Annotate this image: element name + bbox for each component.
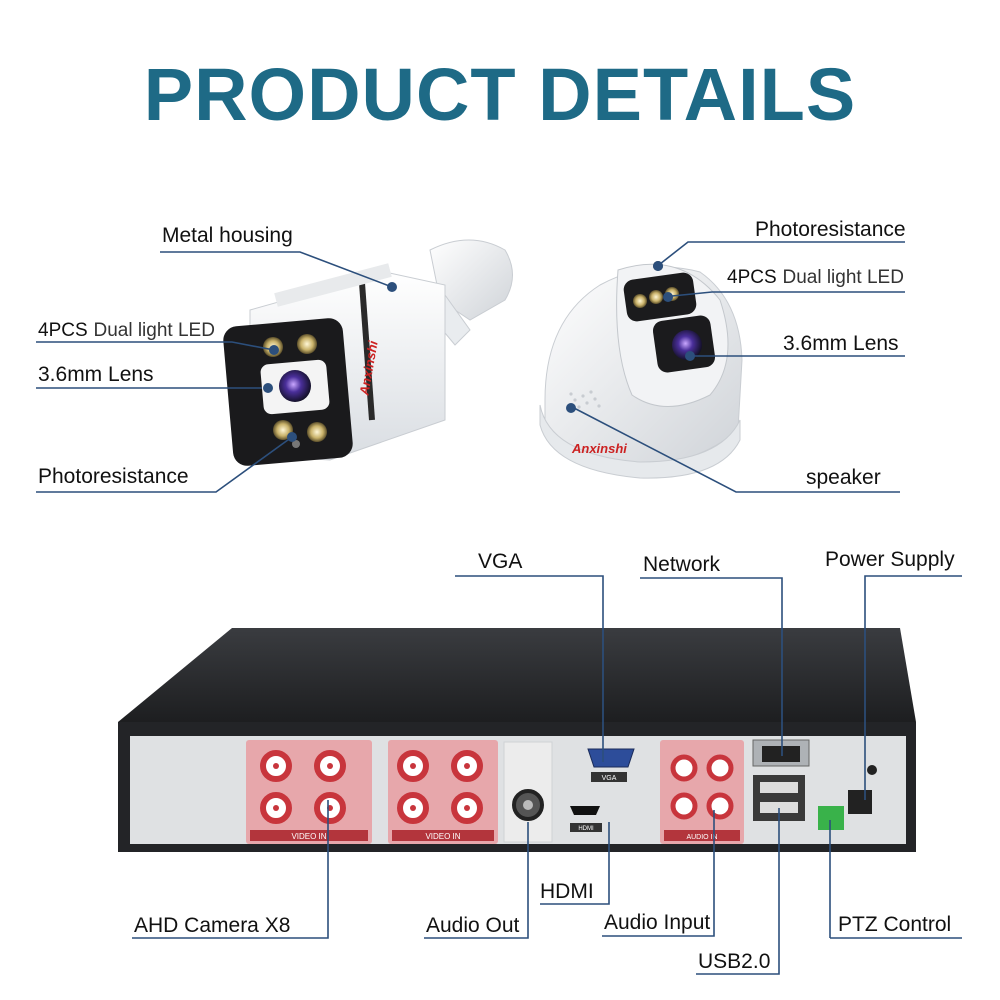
label-dome-led: 4PCS Dual light LED — [727, 265, 904, 289]
bullet-led-rest: Dual light LED — [93, 320, 215, 341]
label-hdmi: HDMI — [540, 880, 594, 903]
label-metal-housing: Metal housing — [162, 224, 293, 247]
bullet-camera: Anxinshi — [223, 239, 513, 466]
label-usb: USB2.0 — [698, 950, 771, 973]
label-audio-input: Audio Input — [604, 911, 711, 934]
leader-lines — [36, 241, 962, 975]
label-dome-photoresistance: Photoresistance — [755, 218, 906, 241]
label-power-supply: Power Supply — [825, 548, 955, 571]
bullet-led-prefix: 4PCS — [38, 320, 88, 341]
dome-camera: Anxinshi — [539, 261, 743, 479]
label-vga: VGA — [478, 550, 523, 573]
label-ptz-control: PTZ Control — [838, 913, 952, 936]
label-bullet-led: 4PCS Dual light LED — [38, 318, 215, 342]
dome-led-prefix: 4PCS — [727, 267, 777, 288]
label-dome-lens: 3.6mm Lens — [783, 332, 899, 355]
vga-port-tag: VGA — [602, 775, 617, 782]
dvr-recorder: VIDEO IN VIDEO IN VGA HDMI AUDIO IN — [118, 628, 916, 852]
audio-in-label: AUDIO IN — [686, 834, 717, 841]
page-title: PRODUCT DETAILS — [143, 53, 857, 136]
hdmi-port-tag: HDMI — [578, 826, 594, 832]
video-in-label-1: VIDEO IN — [291, 832, 326, 841]
label-bullet-photoresistance: Photoresistance — [38, 465, 189, 488]
dome-brand-logo: Anxinshi — [571, 441, 627, 456]
video-in-label-2: VIDEO IN — [425, 832, 460, 841]
label-bullet-lens: 3.6mm Lens — [38, 363, 154, 386]
label-audio-out: Audio Out — [426, 914, 520, 937]
label-network: Network — [643, 553, 721, 576]
label-dome-speaker: speaker — [806, 466, 881, 489]
dome-led-rest: Dual light LED — [782, 267, 904, 288]
label-ahd-camera: AHD Camera X8 — [134, 914, 291, 937]
